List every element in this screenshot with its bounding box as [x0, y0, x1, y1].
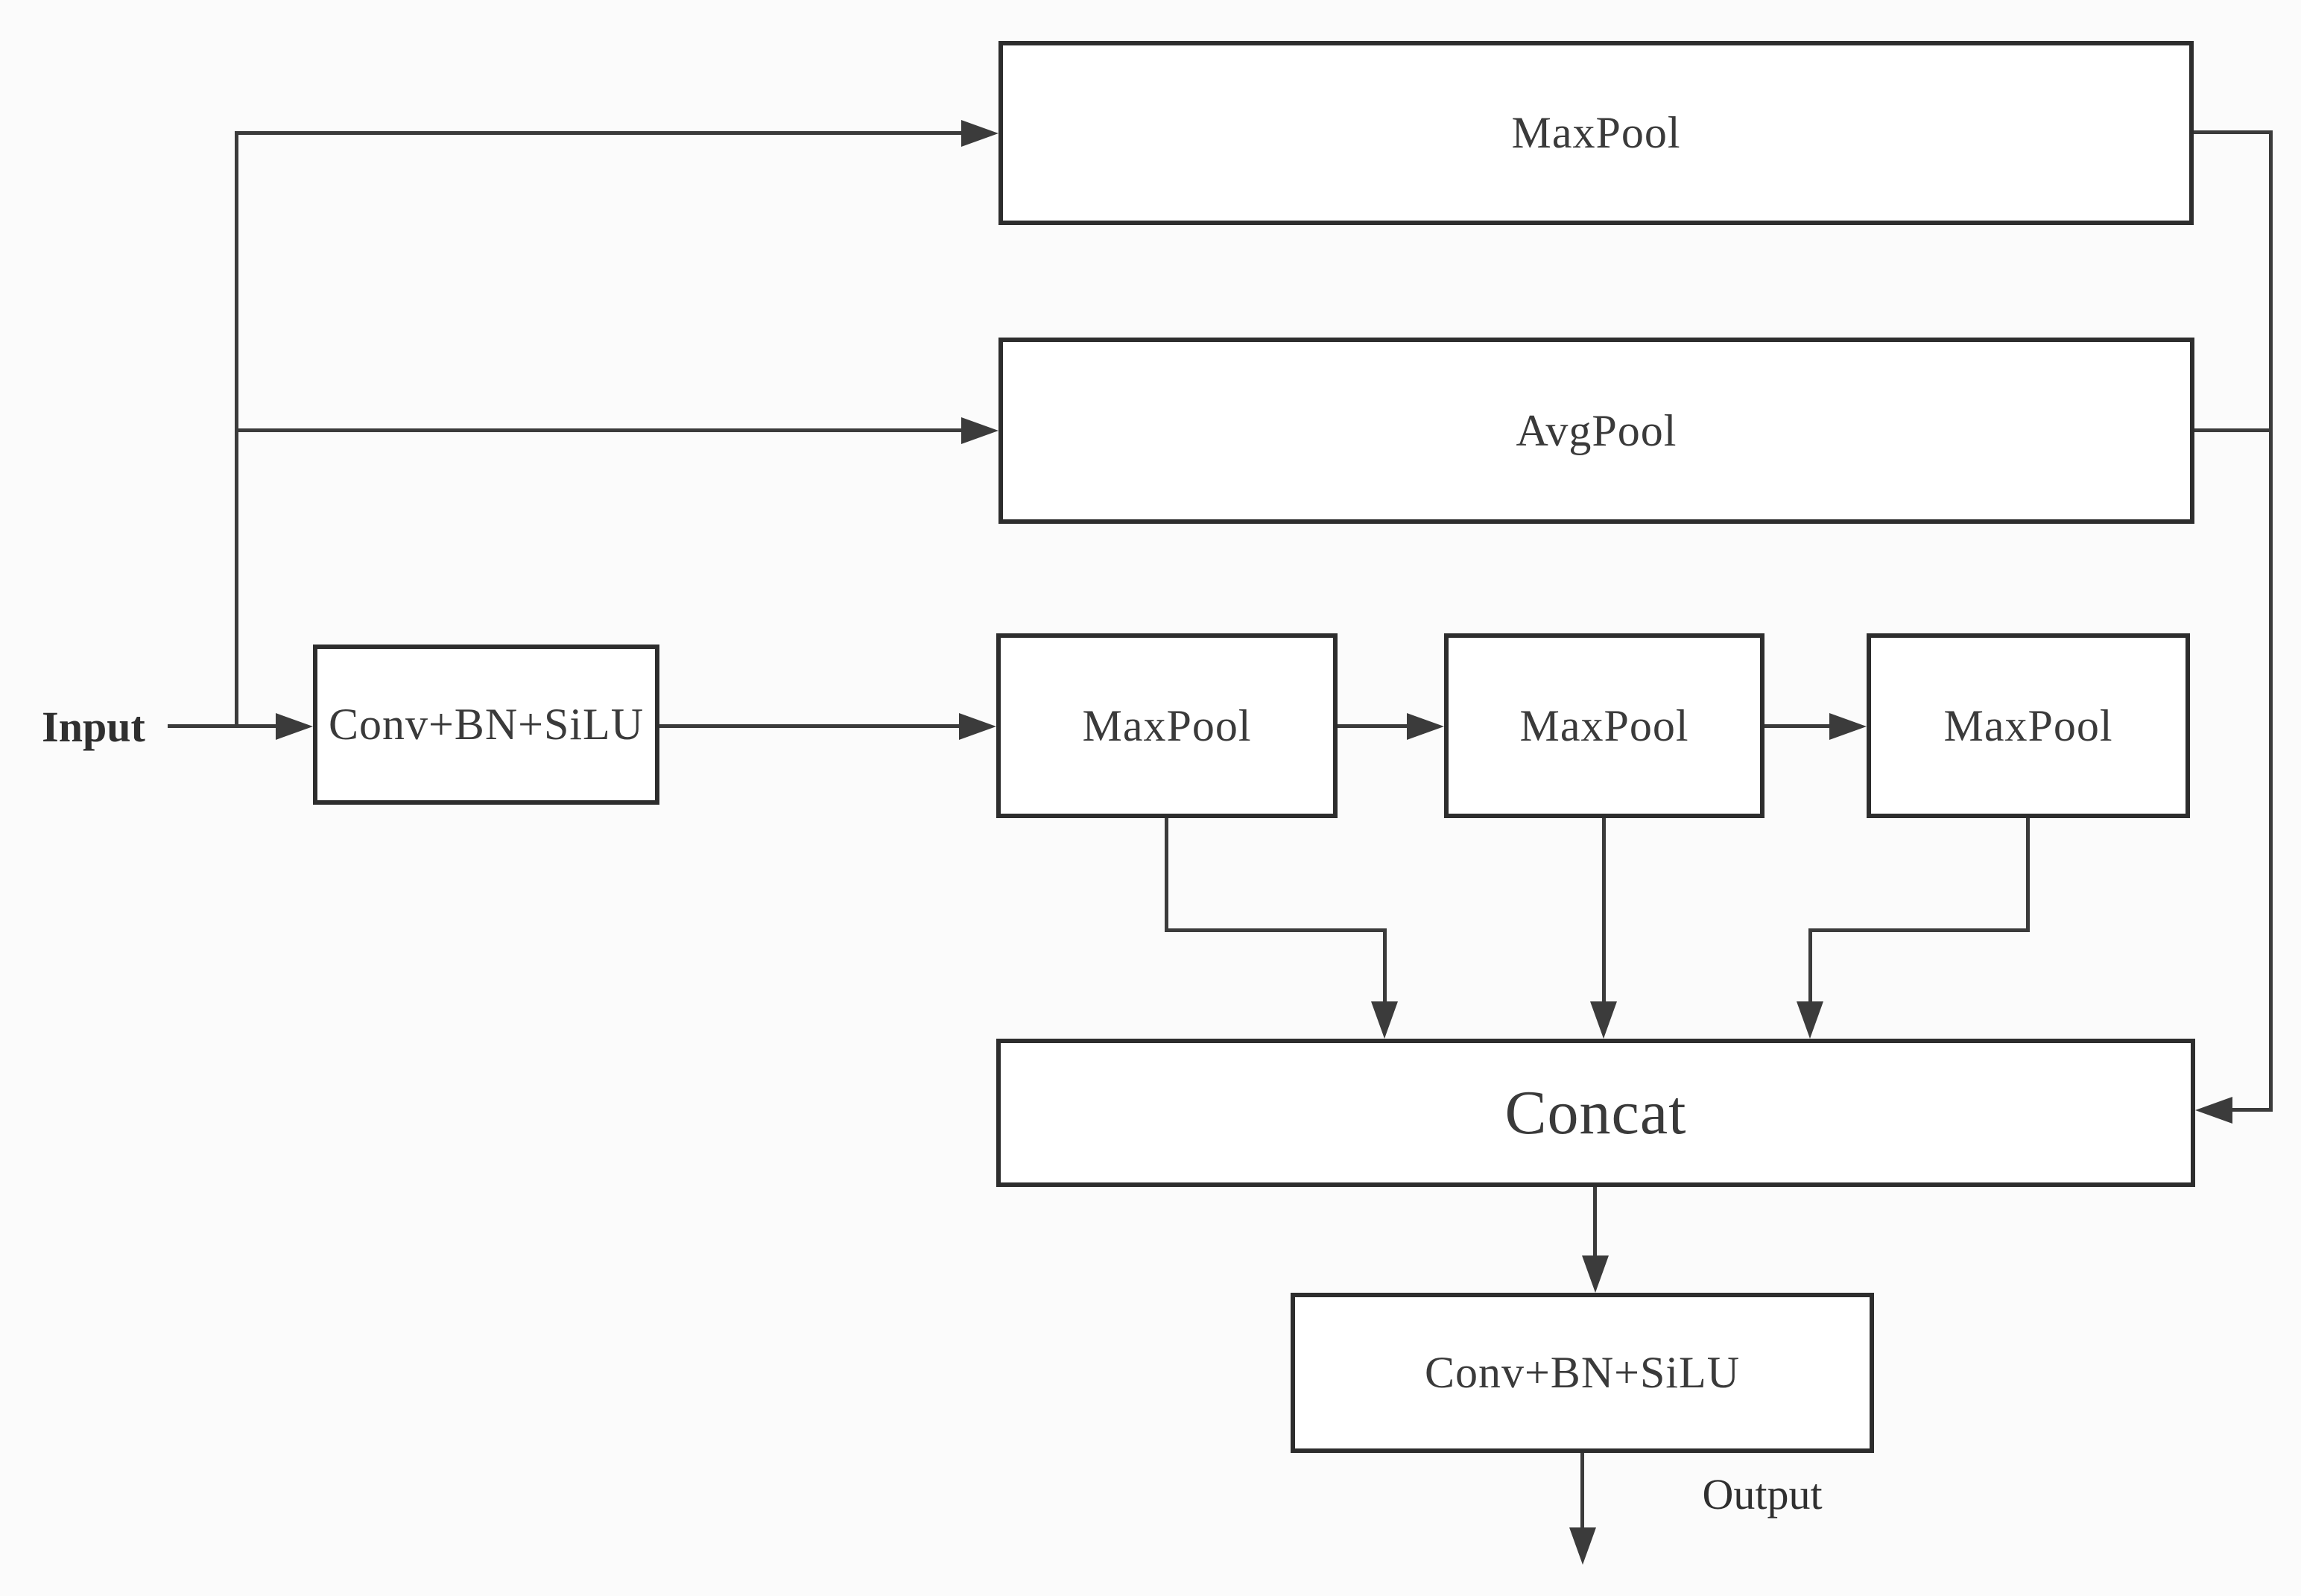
edge-maxpool2-to-concat-line	[1602, 818, 1606, 1003]
edge-maxpool3-to-concat-drop2	[1808, 928, 1812, 1003]
edge-input-to-conv-line	[168, 724, 279, 728]
edge-maxpool3-to-concat-arrowhead	[1797, 1001, 1823, 1039]
edge-avgpool-out-line	[2194, 428, 2271, 432]
right-merge-vertical-line	[2269, 130, 2273, 1112]
edge-concat-to-convout-line	[1593, 1187, 1597, 1259]
edge-maxpool3-to-concat-drop1	[2026, 818, 2030, 932]
node-conv-in: Conv+BN+SiLU	[313, 645, 659, 805]
node-conv-out: Conv+BN+SiLU	[1291, 1293, 1874, 1453]
node-top-maxpool: MaxPool	[998, 41, 2194, 225]
edge-conv-to-maxpool1-arrowhead	[959, 713, 996, 740]
node-conv-in-label: Conv+BN+SiLU	[328, 700, 645, 749]
edge-maxpool1-to-maxpool2-arrowhead	[1407, 713, 1444, 740]
edge-input-to-avgpool-arrowhead	[961, 417, 998, 444]
node-conv-out-label: Conv+BN+SiLU	[1424, 1348, 1741, 1397]
edge-maxpool1-to-concat-drop1	[1165, 818, 1168, 932]
edge-maxpool1-to-concat-step	[1165, 928, 1387, 932]
edge-top-maxpool-out-line	[2194, 130, 2273, 134]
edge-maxpool1-to-concat-arrowhead	[1371, 1001, 1398, 1039]
node-maxpool-3: MaxPool	[1867, 633, 2190, 818]
node-top-maxpool-label: MaxPool	[1511, 108, 1681, 157]
edge-convout-to-output-arrowhead	[1569, 1527, 1596, 1565]
edge-maxpool2-to-concat-arrowhead	[1590, 1001, 1617, 1039]
edge-maxpool1-to-maxpool2-line	[1338, 724, 1408, 728]
edge-input-to-top-maxpool-arrowhead	[961, 120, 998, 147]
node-maxpool-1: MaxPool	[996, 633, 1338, 818]
node-avgpool-label: AvgPool	[1516, 405, 1677, 455]
node-maxpool-1-label: MaxPool	[1082, 700, 1252, 750]
edge-convout-to-output-line	[1580, 1453, 1584, 1529]
edge-input-to-conv-arrowhead	[276, 713, 313, 740]
edge-conv-to-maxpool1-line	[659, 724, 960, 728]
edge-maxpool2-to-maxpool3-arrowhead	[1829, 713, 1867, 740]
node-concat: Concat	[996, 1039, 2195, 1187]
edge-input-to-avgpool-line	[235, 428, 963, 432]
node-maxpool-3-label: MaxPool	[1943, 700, 2113, 750]
edge-maxpool3-to-concat-step	[1808, 928, 2030, 932]
node-avgpool: AvgPool	[998, 338, 2194, 524]
edge-concat-to-convout-arrowhead	[1582, 1255, 1609, 1293]
edge-right-into-concat-arrowhead	[2195, 1097, 2232, 1124]
output-label: Output	[1702, 1470, 1823, 1519]
edge-maxpool2-to-maxpool3-line	[1764, 724, 1831, 728]
node-maxpool-2-label: MaxPool	[1519, 700, 1689, 750]
edge-input-to-top-maxpool-line	[235, 131, 963, 135]
edge-right-into-concat-line	[2232, 1108, 2273, 1112]
node-concat-label: Concat	[1504, 1078, 1687, 1147]
node-maxpool-2: MaxPool	[1444, 633, 1764, 818]
edge-maxpool1-to-concat-drop2	[1383, 928, 1387, 1003]
input-label: Input	[42, 703, 145, 751]
